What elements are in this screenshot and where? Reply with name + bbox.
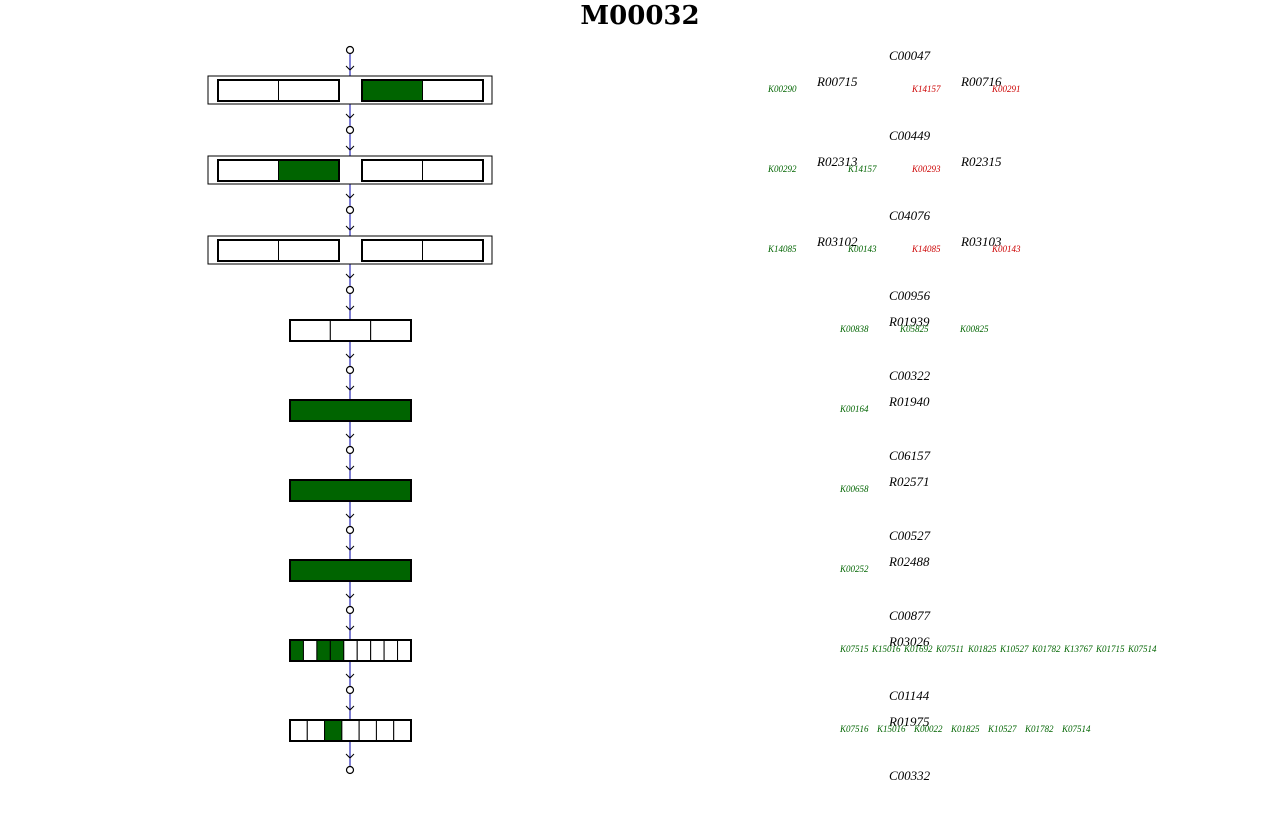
compound-label: C00877	[889, 608, 931, 623]
arrow-head	[345, 385, 355, 391]
ko-label: K00658	[840, 484, 869, 494]
reaction-box-left-border	[217, 79, 340, 102]
compound-label: C00322	[889, 368, 931, 383]
arrow-head	[345, 65, 355, 71]
reaction-label: R02488	[889, 554, 930, 569]
reaction-label: R02313	[817, 154, 858, 169]
compound-node	[345, 285, 355, 295]
ko-label: K14157	[912, 84, 941, 94]
reaction-box-border	[289, 639, 412, 662]
arrow-head	[345, 353, 355, 359]
reaction-box-border	[289, 559, 412, 582]
ko-label: K00838	[840, 324, 869, 334]
reaction-label: R00715	[817, 74, 858, 89]
compound-label: C01144	[889, 688, 930, 703]
ko-label: K13767	[1064, 644, 1093, 654]
module-title: M00032	[580, 1, 700, 31]
compound-node	[345, 125, 355, 135]
arrow-head	[345, 113, 355, 119]
compound-label: C00047	[889, 48, 931, 63]
arrow-head	[345, 513, 355, 519]
arrow-head	[345, 433, 355, 439]
reaction-box-right-border	[361, 79, 484, 102]
ko-label: K00290	[768, 84, 797, 94]
reaction-box-left-border	[217, 159, 340, 182]
reaction-label: R01975	[889, 714, 930, 729]
arrow-head	[345, 753, 355, 759]
ko-label: K01825	[951, 724, 980, 734]
ko-label: K07514	[1128, 644, 1157, 654]
compound-node	[345, 205, 355, 215]
reaction-label: R02571	[889, 474, 930, 489]
ko-label: K05825	[900, 324, 929, 334]
ko-label: K07511	[936, 644, 964, 654]
compound-node	[345, 765, 355, 775]
ko-label: K00291	[992, 84, 1021, 94]
compound-node	[345, 445, 355, 455]
ko-label: K01782	[1032, 644, 1061, 654]
ko-label: K14085	[912, 244, 941, 254]
arrow-head	[345, 273, 355, 279]
compound-label: C00449	[889, 128, 931, 143]
ko-label: K01782	[1025, 724, 1054, 734]
arrow-head	[345, 625, 355, 631]
reaction-label: R03103	[961, 234, 1002, 249]
arrow-head	[345, 545, 355, 551]
compound-node	[345, 605, 355, 615]
ko-label: K00293	[912, 164, 941, 174]
ko-label: K10527	[1000, 644, 1029, 654]
compound-label: C04076	[889, 208, 931, 223]
arrow-head	[345, 305, 355, 311]
arrow-head	[345, 193, 355, 199]
arrow-head	[345, 673, 355, 679]
compound-node	[345, 685, 355, 695]
arrow-head	[345, 145, 355, 151]
reaction-box-border	[289, 719, 412, 742]
reaction-label: R00716	[961, 74, 1002, 89]
arrow-head	[345, 465, 355, 471]
ko-label: K15016	[872, 644, 901, 654]
ko-label: K00252	[840, 564, 869, 574]
ko-label: K00825	[960, 324, 989, 334]
ko-label: K07516	[840, 724, 869, 734]
ko-label: K14085	[768, 244, 797, 254]
reaction-label: R03102	[817, 234, 858, 249]
arrow-head	[345, 593, 355, 599]
ko-label: K01825	[968, 644, 997, 654]
ko-label: K00292	[768, 164, 797, 174]
reaction-box-border	[289, 479, 412, 502]
ko-label: K07514	[1062, 724, 1091, 734]
reaction-label: R01939	[889, 314, 930, 329]
ko-label: K01715	[1096, 644, 1125, 654]
reaction-box-right-border	[361, 159, 484, 182]
reaction-label: R03026	[889, 634, 930, 649]
compound-node	[345, 525, 355, 535]
ko-label: K00143	[848, 244, 877, 254]
ko-label: K07515	[840, 644, 869, 654]
compound-label: C00956	[889, 288, 931, 303]
ko-label: K01692	[904, 644, 933, 654]
ko-label: K00143	[992, 244, 1021, 254]
ko-label: K15016	[877, 724, 906, 734]
compound-node	[345, 365, 355, 375]
ko-label: K00022	[914, 724, 943, 734]
compound-node	[345, 45, 355, 55]
reaction-box-border	[289, 399, 412, 422]
reaction-box-left-border	[217, 239, 340, 262]
reaction-label: R02315	[961, 154, 1002, 169]
ko-label: K10527	[988, 724, 1017, 734]
reaction-box-right-border	[361, 239, 484, 262]
reaction-box-border	[289, 319, 412, 342]
reaction-label: R01940	[889, 394, 930, 409]
compound-label: C06157	[889, 448, 931, 463]
compound-label: C00332	[889, 768, 931, 783]
arrow-head	[345, 225, 355, 231]
arrow-head	[345, 705, 355, 711]
ko-label: K14157	[848, 164, 877, 174]
compound-label: C00527	[889, 528, 931, 543]
ko-label: K00164	[840, 404, 869, 414]
